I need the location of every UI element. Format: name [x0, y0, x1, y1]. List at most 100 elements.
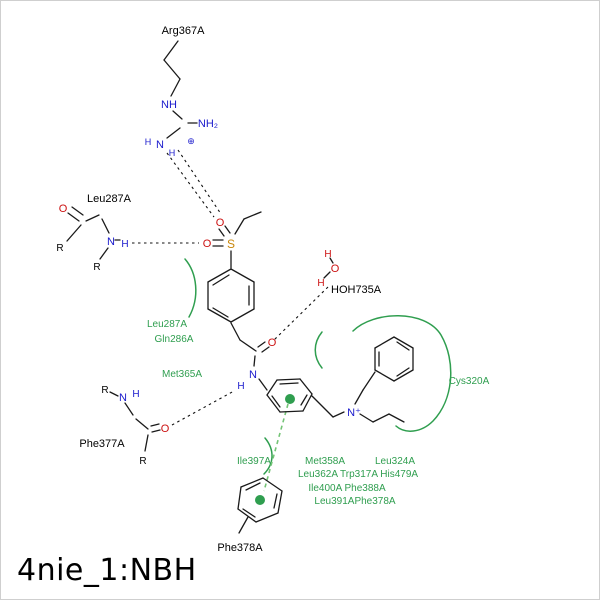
residue-label: Phe378A — [217, 542, 263, 554]
bond — [273, 493, 278, 509]
hydrophobic-contact-arc — [314, 331, 323, 369]
atom-label: O — [203, 238, 212, 250]
bond — [266, 379, 278, 396]
bond — [71, 206, 84, 216]
bond — [393, 369, 414, 382]
bond — [212, 274, 230, 286]
atom-label: H — [169, 148, 176, 158]
hydrophobic-residue-label: Met358A — [305, 456, 345, 467]
bond — [277, 490, 283, 514]
bond — [253, 355, 256, 367]
atom-label: O — [268, 337, 277, 349]
atom-label: R — [56, 243, 63, 254]
structure-title: 4nie_1:NBH — [17, 553, 197, 588]
atom-label: O — [331, 263, 340, 275]
hydrophobic-residue-label: Leu324A — [375, 456, 415, 467]
bond — [243, 211, 262, 220]
bond — [299, 378, 313, 395]
hydrophobic-contact-arc — [184, 258, 197, 318]
bond — [372, 413, 390, 423]
bond — [224, 225, 231, 234]
atom-label: ⊕ — [187, 136, 195, 146]
hydrophobic-residue-label: Leu362A Trp317A His479A — [298, 469, 418, 480]
hydrogen-bond-dashed — [166, 152, 215, 218]
hydrogen-bond-dashed — [177, 149, 222, 215]
bond — [124, 402, 134, 416]
hydrophobic-residue-label: Cys320A — [449, 376, 490, 387]
hydrophobic-residue-label: Leu287A — [147, 319, 187, 330]
bond — [144, 434, 149, 452]
aromatic-ring-center — [285, 394, 295, 404]
atom-label: O — [216, 217, 225, 229]
hydrogen-bond-dashed — [273, 286, 329, 341]
residue-label: Arg367A — [162, 25, 205, 37]
bond — [393, 336, 414, 349]
atom-label: N — [249, 369, 257, 381]
hydrophobic-residue-label: Met365A — [162, 369, 202, 380]
atom-label: H — [121, 239, 128, 250]
hydrophobic-residue-label: Ile400A Phe388A — [308, 483, 386, 494]
bond — [151, 429, 161, 433]
atom-label: O — [161, 423, 170, 435]
bond — [311, 395, 334, 418]
bond — [396, 367, 410, 377]
residue-label: HOH735A — [331, 284, 382, 296]
hydrophobic-residue-label: Ile397A — [237, 456, 271, 467]
bond — [362, 371, 376, 391]
atom-label: N — [107, 236, 115, 248]
bond — [266, 394, 281, 413]
atom-label: O — [59, 203, 68, 215]
bond — [230, 268, 255, 283]
bond — [279, 382, 299, 385]
bond — [172, 110, 183, 120]
bond — [354, 389, 364, 405]
bond — [261, 346, 270, 353]
bond — [374, 336, 395, 349]
atom-label: H — [317, 278, 324, 289]
bond — [166, 127, 181, 139]
bond — [238, 516, 249, 534]
atom-label: N — [156, 139, 164, 151]
bond — [323, 271, 331, 279]
bond — [374, 369, 395, 382]
bond — [109, 391, 119, 397]
bond — [207, 268, 232, 283]
bond — [388, 413, 405, 423]
atom-label: R — [93, 262, 100, 273]
atom-label: H — [324, 249, 331, 260]
bond — [240, 477, 264, 488]
bond — [257, 341, 266, 348]
bond — [359, 413, 374, 423]
hydrogen-bond-dashed — [171, 390, 235, 426]
bond — [276, 378, 301, 381]
bond — [239, 339, 257, 352]
bond — [258, 378, 268, 391]
residue-label: Phe377A — [79, 438, 125, 450]
bond — [332, 411, 345, 418]
atom-label: NH — [161, 99, 177, 111]
bond — [300, 394, 308, 406]
bond — [242, 508, 256, 518]
bond — [302, 393, 313, 412]
bond — [279, 410, 304, 413]
bond — [245, 482, 261, 491]
bond — [329, 257, 334, 264]
bond — [207, 308, 232, 323]
bond — [396, 341, 410, 351]
bond — [212, 307, 229, 318]
bond — [150, 423, 160, 427]
atom-label: N — [119, 392, 127, 404]
aromatic-ring-center — [255, 495, 265, 505]
atom-label: R — [101, 385, 108, 396]
atom-label: H — [237, 381, 244, 392]
atom-label: H — [145, 137, 152, 147]
bond — [230, 322, 241, 341]
bond — [262, 477, 283, 492]
bond — [170, 78, 181, 97]
bond — [135, 418, 149, 430]
hydrophobic-residue-label: Gln286A — [155, 334, 194, 345]
bond — [234, 218, 245, 235]
bond — [66, 224, 82, 242]
